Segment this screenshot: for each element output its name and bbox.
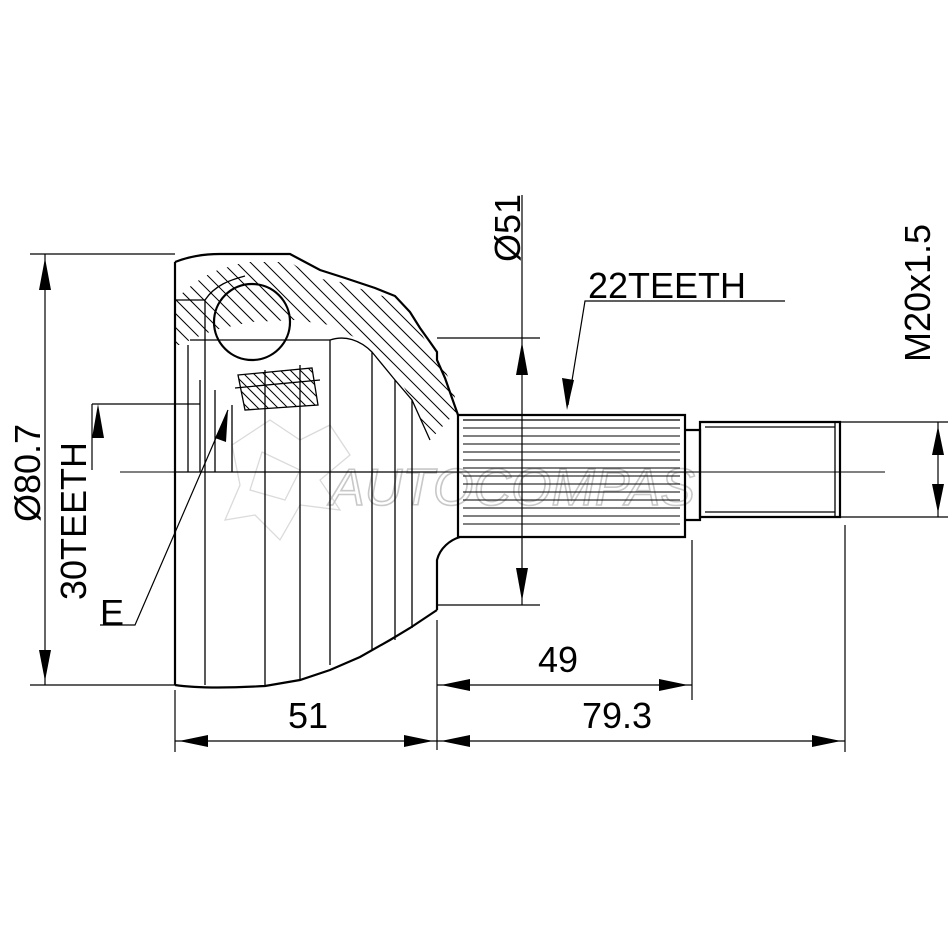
hatch-line bbox=[320, 360, 380, 420]
ball-element bbox=[190, 282, 330, 389]
outer-bell bbox=[173, 252, 461, 689]
hatch-line bbox=[289, 368, 318, 410]
dim-shaft-length: 49 bbox=[436, 540, 693, 750]
hatch-line bbox=[330, 360, 390, 420]
hatch-line bbox=[238, 368, 291, 410]
body-diameter-label: Ø80.7 bbox=[7, 424, 48, 522]
hatch-line bbox=[259, 368, 318, 410]
dim-thread: M20x1.5 bbox=[840, 224, 948, 518]
hatch-line bbox=[297, 262, 458, 440]
hatch-line bbox=[283, 262, 458, 440]
dim-outer-spline: 22TEETH bbox=[562, 265, 785, 410]
hatch-line bbox=[238, 368, 241, 410]
hatch-line bbox=[309, 368, 318, 410]
marker-label: E bbox=[100, 592, 124, 633]
inner-spline-label: 30TEETH bbox=[53, 442, 94, 600]
dim-body-diameter: Ø80.7 bbox=[7, 253, 175, 686]
body-length-label: 51 bbox=[288, 695, 328, 736]
neck-diameter-label: Ø51 bbox=[487, 194, 528, 262]
outer-spline-label: 22TEETH bbox=[588, 265, 746, 306]
hatch-line bbox=[279, 368, 318, 410]
dim-neck-diameter: Ø51 bbox=[437, 194, 540, 606]
hatch-line bbox=[239, 368, 301, 410]
thread-label: M20x1.5 bbox=[897, 224, 938, 362]
hatch-line bbox=[340, 360, 400, 420]
hatch-line bbox=[299, 368, 318, 410]
shaft-length-label: 49 bbox=[538, 639, 578, 680]
hatch-line bbox=[269, 262, 458, 440]
hatch-line bbox=[238, 368, 261, 410]
hatch-line bbox=[238, 368, 271, 410]
dim-inner-spline: 30TEETH E bbox=[53, 403, 229, 633]
dim-bottom: 51 79.3 bbox=[174, 525, 846, 752]
stub-shaft bbox=[456, 413, 842, 539]
hatch-line bbox=[238, 368, 281, 410]
overall-length-label: 79.3 bbox=[582, 695, 652, 736]
